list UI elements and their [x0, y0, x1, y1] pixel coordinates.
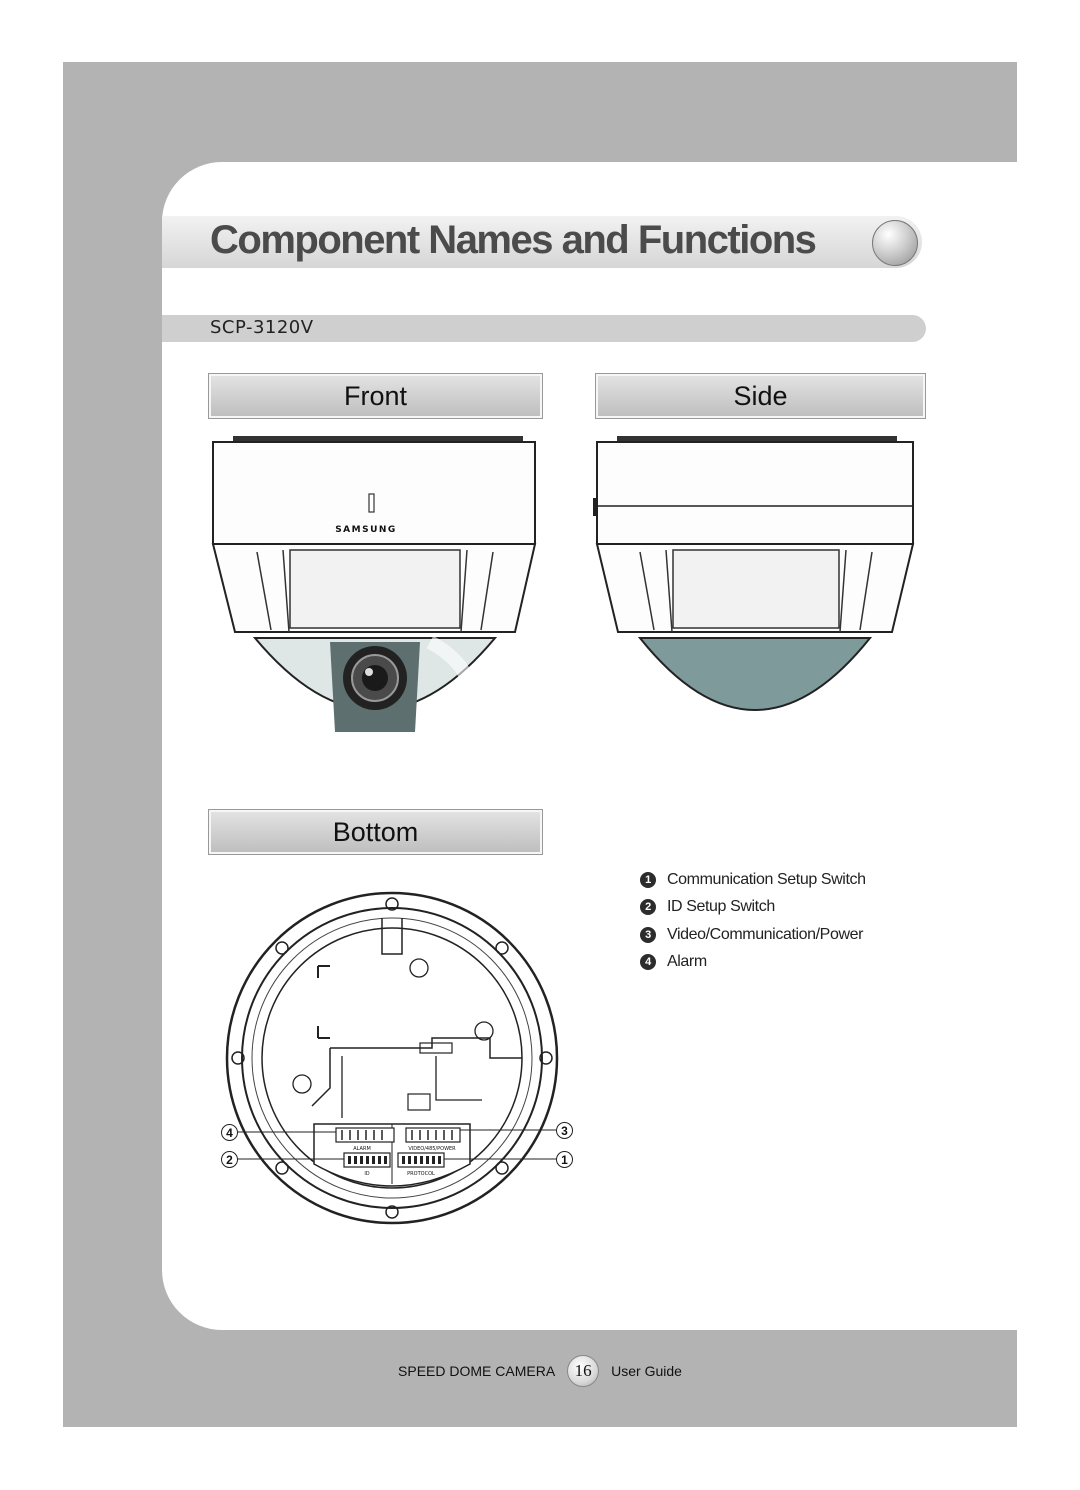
component-legend: 1 Communication Setup Switch 2 ID Setup …	[640, 866, 866, 976]
legend-label: ID Setup Switch	[667, 898, 775, 916]
number-badge: 1	[640, 871, 656, 888]
number-badge: 2	[640, 899, 656, 916]
bottom-view-diagram: ALARM VIDEO/485/POWER ID PROTOCOL	[225, 891, 559, 1225]
number-badge: 4	[640, 954, 656, 971]
page-footer: SPEED DOME CAMERA 16 User Guide	[0, 1355, 1080, 1387]
board-label-protocol: PROTOCOL	[407, 1171, 435, 1177]
legend-item: 1 Communication Setup Switch	[640, 866, 866, 894]
page-number: 16	[567, 1355, 600, 1387]
callout-2: 2	[221, 1151, 238, 1168]
legend-item: 3 Video/Communication/Power	[640, 921, 866, 949]
callout-1: 1	[556, 1151, 573, 1168]
model-name: SCP-3120V	[210, 317, 314, 338]
legend-label: Communication Setup Switch	[667, 870, 866, 888]
title-band	[162, 216, 922, 268]
number-badge: 3	[640, 926, 656, 943]
board-label-video: VIDEO/485/POWER	[408, 1146, 456, 1152]
view-tab-bottom: Bottom	[208, 809, 543, 855]
view-tab-side: Side	[595, 373, 926, 419]
front-view-diagram: SAMSUNG	[211, 436, 537, 732]
footer-product: SPEED DOME CAMERA	[398, 1363, 556, 1379]
callout-3: 3	[556, 1122, 573, 1139]
callout-4: 4	[221, 1124, 238, 1141]
view-tab-front: Front	[208, 373, 543, 419]
legend-item: 2 ID Setup Switch	[640, 894, 866, 922]
model-bar	[162, 315, 926, 342]
sphere-icon	[872, 220, 918, 266]
side-view-diagram	[593, 436, 915, 711]
legend-item: 4 Alarm	[640, 949, 866, 977]
brand-logo: SAMSUNG	[335, 525, 397, 535]
legend-label: Video/Communication/Power	[667, 925, 864, 943]
footer-guide: User Guide	[611, 1363, 682, 1379]
board-label-alarm: ALARM	[353, 1146, 371, 1152]
legend-label: Alarm	[667, 953, 707, 971]
page-title: Component Names and Functions	[210, 218, 817, 262]
board-label-id: ID	[364, 1171, 369, 1177]
